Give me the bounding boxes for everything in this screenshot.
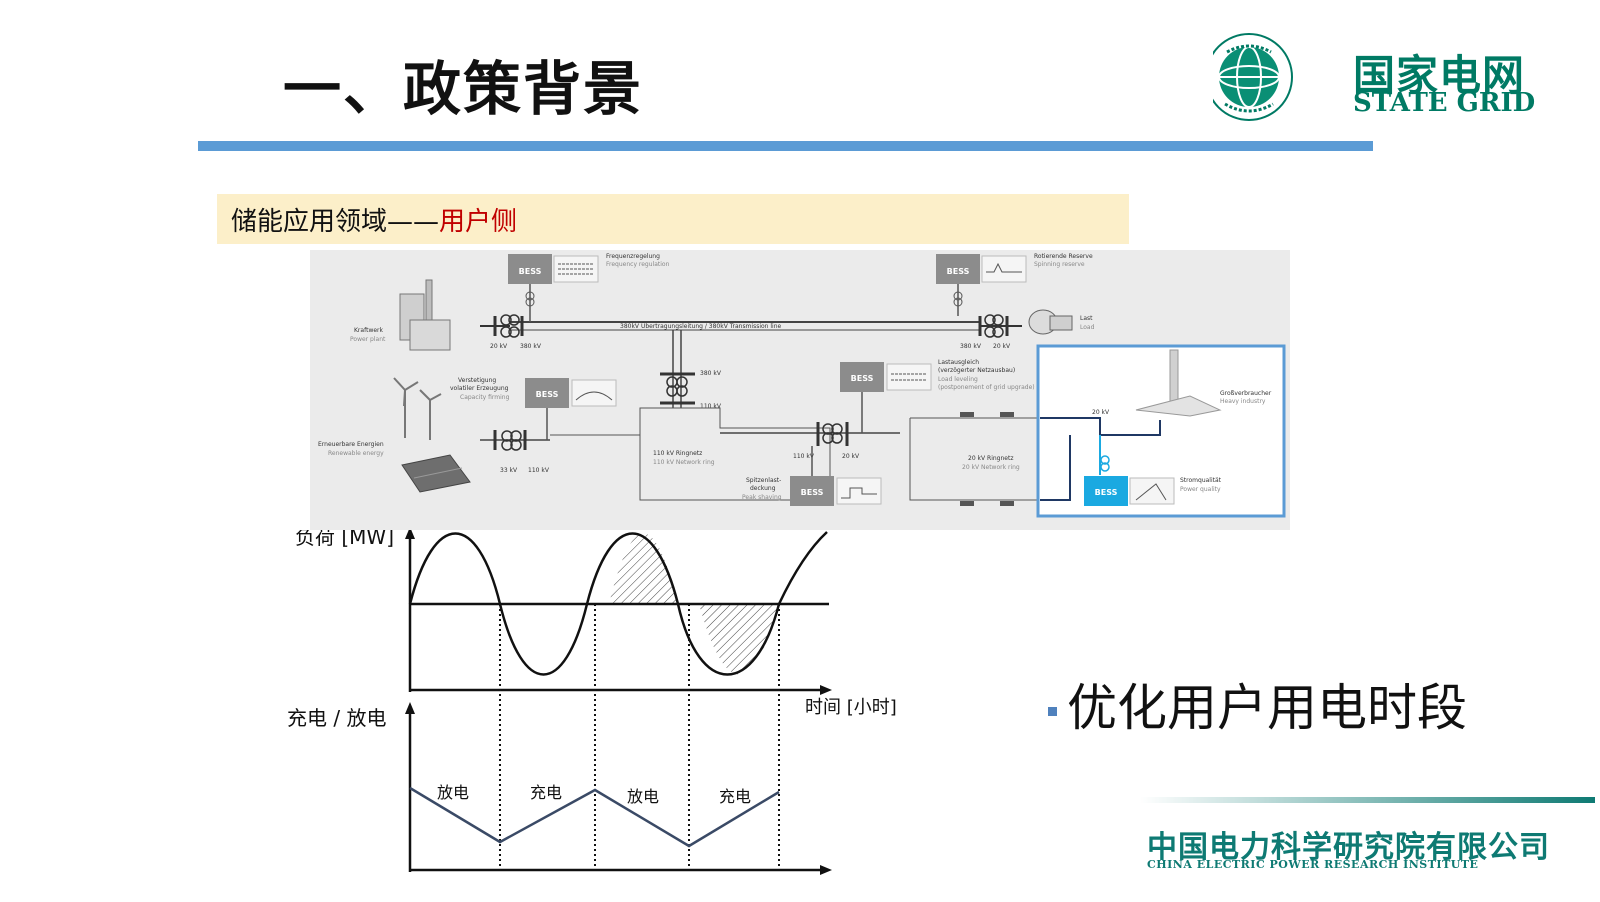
bullet-marker bbox=[1048, 707, 1057, 716]
logo-english-text: STATE GRID bbox=[1353, 88, 1536, 118]
svg-text:Frequency regulation: Frequency regulation bbox=[606, 261, 670, 268]
svg-text:110 kV: 110 kV bbox=[793, 453, 815, 460]
subtitle-accent: 用户侧 bbox=[439, 207, 518, 237]
svg-text:BESS: BESS bbox=[1095, 488, 1118, 497]
title-divider bbox=[198, 141, 1373, 151]
segment-charge-2: 充电 bbox=[719, 787, 751, 806]
svg-text:Last: Last bbox=[1080, 315, 1093, 322]
valley-charge-area bbox=[699, 604, 779, 675]
svg-text:Capacity firming: Capacity firming bbox=[460, 394, 510, 401]
bess-peak-shaving bbox=[790, 476, 834, 506]
svg-text:Load: Load bbox=[1080, 324, 1095, 331]
bess-spinning-reserve bbox=[936, 254, 980, 284]
svg-text:Stromqualität: Stromqualität bbox=[1180, 477, 1222, 484]
state-of-charge-line bbox=[409, 786, 780, 848]
svg-text:20 kV: 20 kV bbox=[490, 343, 508, 350]
load-transformer bbox=[978, 314, 1022, 338]
subtitle-banner bbox=[217, 194, 1129, 244]
svg-text:380 kV: 380 kV bbox=[700, 370, 722, 377]
bess-frequency-regulation bbox=[508, 254, 552, 284]
wind-turbine-icon bbox=[393, 377, 442, 440]
svg-text:20 kV Ringnetz: 20 kV Ringnetz bbox=[968, 455, 1013, 462]
subtitle-prefix: 储能应用领域—— bbox=[231, 207, 440, 237]
load-shift-diagram: 负荷 [MW] 时间 [小时] 充电 / 放电 放电 充电 放电 充电 bbox=[287, 530, 897, 875]
power-plant-icon bbox=[399, 279, 451, 351]
peak-discharge-area bbox=[609, 533, 678, 604]
svg-text:Großverbraucher: Großverbraucher bbox=[1220, 390, 1272, 397]
svg-text:(verzögerter Netzausbau): (verzögerter Netzausbau) bbox=[938, 367, 1015, 374]
svg-text:Power quality: Power quality bbox=[1180, 486, 1221, 493]
bullet-text: 优化用户用电时段 bbox=[1067, 679, 1467, 737]
svg-text:Rotierende Reserve: Rotierende Reserve bbox=[1034, 253, 1093, 260]
state-grid-logo bbox=[1213, 33, 1293, 121]
svg-text:Spinning reserve: Spinning reserve bbox=[1034, 261, 1085, 268]
svg-text:BESS: BESS bbox=[801, 488, 824, 497]
time-axis-label: 时间 [小时] bbox=[805, 697, 897, 718]
svg-text:BESS: BESS bbox=[947, 267, 970, 276]
svg-text:BESS: BESS bbox=[536, 390, 559, 399]
svg-text:BESS: BESS bbox=[851, 374, 874, 383]
svg-text:20 kV: 20 kV bbox=[993, 343, 1011, 350]
svg-text:Peak shaving: Peak shaving bbox=[742, 494, 782, 501]
segment-charge-1: 充电 bbox=[530, 783, 562, 802]
institute-name-cn: 中国电力科学研究院有限公司 bbox=[1147, 830, 1550, 865]
svg-text:110 kV Ringnetz: 110 kV Ringnetz bbox=[653, 450, 702, 457]
load-axis-label: 负荷 [MW] bbox=[295, 530, 394, 549]
svg-text:20 kV: 20 kV bbox=[842, 453, 860, 460]
motor-load-icon bbox=[1028, 309, 1073, 335]
svg-text:Kraftwerk: Kraftwerk bbox=[354, 327, 384, 334]
svg-text:Erneuerbare Energien: Erneuerbare Energien bbox=[318, 441, 384, 448]
transmission-line-label: 380kV Übertragungsleitung / 380kV Transm… bbox=[620, 323, 782, 330]
svg-text:deckung: deckung bbox=[750, 485, 776, 492]
bullet-point: 优化用户用电时段 bbox=[1048, 668, 1467, 740]
svg-text:20 kV Network ring: 20 kV Network ring bbox=[962, 464, 1020, 471]
svg-text:110 kV Network ring: 110 kV Network ring bbox=[653, 459, 715, 466]
page-title: 一、政策背景 bbox=[283, 55, 644, 123]
svg-text:Frequenzregelung: Frequenzregelung bbox=[606, 253, 660, 260]
svg-text:380 kV: 380 kV bbox=[960, 343, 982, 350]
segment-discharge-2: 放电 bbox=[627, 787, 659, 806]
svg-text:Lastausgleich: Lastausgleich bbox=[938, 359, 979, 366]
svg-text:Verstetigung: Verstetigung bbox=[458, 377, 496, 384]
institute-name-en: CHINA ELECTRIC POWER RESEARCH INSTITUTE bbox=[1147, 858, 1479, 871]
bess-power-quality bbox=[1084, 476, 1128, 506]
grid-storage-diagram: 380kV Übertragungsleitung / 380kV Transm… bbox=[310, 250, 1290, 530]
svg-text:BESS: BESS bbox=[519, 267, 542, 276]
segment-discharge-1: 放电 bbox=[437, 783, 469, 802]
bess-capacity-firming bbox=[525, 378, 569, 408]
svg-text:(postponement of grid upgrade): (postponement of grid upgrade) bbox=[938, 384, 1035, 391]
svg-text:volatiler Erzeugung: volatiler Erzeugung bbox=[450, 385, 509, 392]
svg-text:110 kV: 110 kV bbox=[528, 467, 550, 474]
svg-text:Load leveling: Load leveling bbox=[938, 376, 978, 383]
svg-text:380 kV: 380 kV bbox=[520, 343, 542, 350]
heavy-industry-icon bbox=[1135, 349, 1222, 417]
svg-text:Spitzenlast-: Spitzenlast- bbox=[746, 477, 781, 484]
subtitle: 储能应用领域——用户侧 bbox=[231, 201, 517, 238]
footer-accent-line bbox=[1140, 797, 1595, 803]
svg-text:Renewable energy: Renewable energy bbox=[328, 450, 384, 457]
logo-chinese-text: 国家电网 bbox=[1353, 51, 1526, 100]
svg-text:20 kV: 20 kV bbox=[1092, 409, 1110, 416]
svg-text:Power plant: Power plant bbox=[350, 336, 386, 343]
svg-text:110 kV: 110 kV bbox=[700, 403, 722, 410]
bess-load-leveling bbox=[840, 362, 884, 392]
plant-transformer bbox=[480, 314, 524, 338]
solar-panel-icon bbox=[401, 454, 471, 493]
charge-axis-label: 充电 / 放电 bbox=[287, 706, 386, 730]
svg-text:Heavy industry: Heavy industry bbox=[1220, 398, 1266, 405]
svg-text:33 kV: 33 kV bbox=[500, 467, 518, 474]
load-curve bbox=[408, 531, 828, 676]
